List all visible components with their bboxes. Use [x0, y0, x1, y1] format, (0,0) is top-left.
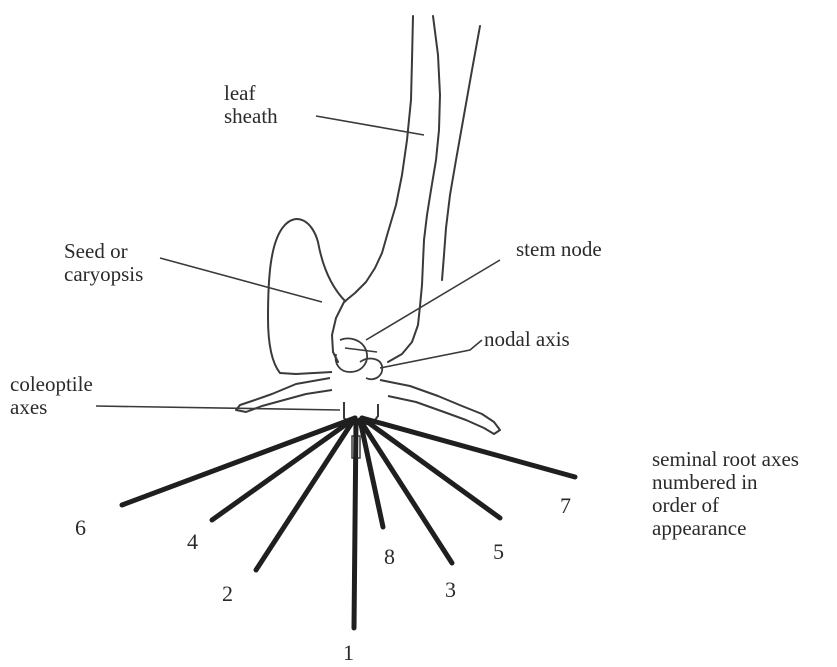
seed-outline: [268, 219, 346, 374]
root-number-5: 5: [493, 540, 504, 564]
seminal-caption: seminal root axes numbered in order of a…: [652, 448, 799, 540]
seminal-root-axes: [122, 418, 575, 628]
root-number-8: 8: [384, 545, 395, 569]
seed-label: Seed or caryopsis: [64, 240, 143, 286]
leaf-sheath-label: leaf sheath: [224, 82, 278, 128]
seminal-caption-line-1: seminal root axes: [652, 448, 799, 471]
nodal-axis-label: nodal axis: [484, 328, 570, 351]
coleoptile-label-line-2: axes: [10, 396, 93, 419]
root-number-4: 4: [187, 530, 198, 554]
root-number-6: 6: [75, 516, 86, 540]
stem-node-pointer: [366, 260, 500, 340]
nodal-axis-pointer: [380, 340, 482, 368]
seminal-caption-line-2: numbered in: [652, 471, 799, 494]
root-number-1: 1: [343, 641, 354, 665]
root-number-7: 7: [560, 494, 571, 518]
seed-label-line-2: caryopsis: [64, 263, 143, 286]
seminal-root-2: [256, 418, 355, 570]
leaf-sheath-label-line-2: sheath: [224, 105, 278, 128]
coleoptile-label: coleoptile axes: [10, 373, 93, 419]
coleoptile-pointer: [96, 406, 340, 410]
seed-label-line-1: Seed or: [64, 240, 143, 263]
seminal-root-6: [122, 418, 355, 505]
seminal-root-1: [354, 420, 356, 628]
stem-node-label: stem node: [516, 238, 602, 261]
seminal-root-5: [362, 418, 500, 518]
root-number-2: 2: [222, 582, 233, 606]
coleoptile-axes: [236, 378, 500, 434]
seminal-caption-line-3: order of: [652, 494, 799, 517]
pointer-lines: [96, 116, 500, 410]
seminal-caption-line-4: appearance: [652, 517, 799, 540]
leaf-sheath-label-line-1: leaf: [224, 82, 278, 105]
coleoptile-label-line-1: coleoptile: [10, 373, 93, 396]
leaf-sheath-outline: [332, 16, 480, 362]
root-number-3: 3: [445, 578, 456, 602]
seminal-root-4: [212, 418, 355, 520]
node-region: [336, 338, 383, 379]
stem-node-tick: [345, 348, 377, 352]
seed-pointer: [160, 258, 322, 302]
